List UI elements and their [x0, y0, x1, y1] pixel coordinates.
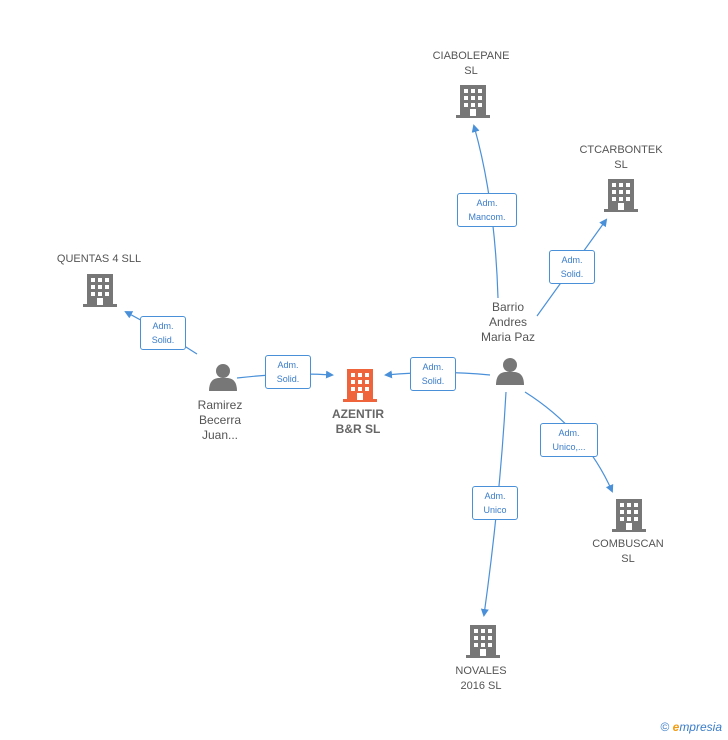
barrio-label-line1: Barrio: [491, 300, 524, 314]
brand-name: mpresia: [679, 720, 722, 734]
combuscan-building-icon[interactable]: [612, 499, 646, 532]
barrio-label-line3: Maria Paz: [480, 330, 536, 344]
novales-label[interactable]: NOVALES 2016 SL: [431, 664, 531, 694]
edge-label-ramirez-quentas[interactable]: Adm. Solid.: [140, 316, 186, 350]
edge-label-barrio-novales[interactable]: Adm. Unico: [472, 486, 518, 520]
ramirez-label-line1: Ramirez: [197, 398, 243, 412]
edge-label-line2: Solid.: [151, 335, 175, 345]
combuscan-label-line1: COMBUSCAN: [592, 538, 664, 550]
ctcarbontek-building-icon[interactable]: [604, 179, 638, 212]
ramirez-label-line2: Becerra: [198, 413, 242, 427]
edge-label-line2: Solid.: [276, 374, 300, 384]
edge-label-barrio-combuscan[interactable]: Adm. Unico,...: [540, 423, 598, 457]
edge-label-ramirez-azentir[interactable]: Adm. Solid.: [265, 355, 311, 389]
edge-label-line1: Adm.: [476, 198, 498, 208]
edge-label-line2: Unico,...: [552, 442, 586, 452]
edge-label-line2: Solid.: [560, 269, 584, 279]
ciabolepane-building-icon[interactable]: [456, 85, 490, 118]
azentir-label-line2: B&R SL: [335, 422, 381, 436]
quentas-building-icon[interactable]: [83, 274, 117, 307]
ramirez-label[interactable]: Ramirez Becerra Juan...: [170, 398, 270, 443]
edge-label-line2: Mancom.: [468, 212, 506, 222]
ciabolepane-label-line1: CIABOLEPANE: [432, 50, 510, 62]
ciabolepane-label[interactable]: CIABOLEPANE SL: [421, 49, 521, 79]
ramirez-person-icon[interactable]: [209, 364, 237, 391]
copyright-symbol: ©: [660, 720, 670, 734]
brand-initial: e: [672, 720, 680, 734]
barrio-label[interactable]: Barrio Andres Maria Paz: [458, 300, 558, 345]
edge-label-barrio-azentir[interactable]: Adm. Solid.: [410, 357, 456, 391]
combuscan-label-line2: SL: [621, 553, 635, 565]
ramirez-label-line3: Juan...: [201, 428, 239, 442]
barrio-person-icon[interactable]: [496, 358, 524, 385]
edge-label-line1: Adm.: [277, 360, 299, 370]
quentas-label-line1: QUENTAS 4 SLL: [56, 253, 142, 265]
azentir-label[interactable]: AZENTIR B&R SL: [308, 407, 408, 437]
novales-building-icon[interactable]: [466, 625, 500, 658]
edge-label-barrio-ciabolepane[interactable]: Adm. Mancom.: [457, 193, 517, 227]
combuscan-label[interactable]: COMBUSCAN SL: [578, 537, 678, 567]
edge-label-line2: Solid.: [421, 376, 445, 386]
edge-label-line2: Unico: [483, 505, 507, 515]
azentir-building-icon[interactable]: [343, 369, 377, 402]
ciabolepane-label-line2: SL: [464, 65, 478, 77]
empresia-watermark[interactable]: © empresia: [660, 720, 722, 734]
quentas-label[interactable]: QUENTAS 4 SLL: [44, 252, 154, 267]
barrio-label-line2: Andres: [488, 315, 528, 329]
ctcarbontek-label-line1: CTCARBONTEK: [579, 144, 663, 156]
edge-label-barrio-ctcarbontek[interactable]: Adm. Solid.: [549, 250, 595, 284]
edge-label-line1: Adm.: [152, 321, 174, 331]
edge-label-line1: Adm.: [484, 491, 506, 501]
ctcarbontek-label-line2: SL: [614, 159, 628, 171]
ctcarbontek-label[interactable]: CTCARBONTEK SL: [568, 143, 674, 173]
novales-label-line2: 2016 SL: [460, 680, 502, 692]
edge-label-line1: Adm.: [558, 428, 580, 438]
edge-label-line1: Adm.: [422, 362, 444, 372]
novales-label-line1: NOVALES: [455, 665, 507, 677]
azentir-label-line1: AZENTIR: [332, 407, 384, 421]
edge-label-line1: Adm.: [561, 255, 583, 265]
